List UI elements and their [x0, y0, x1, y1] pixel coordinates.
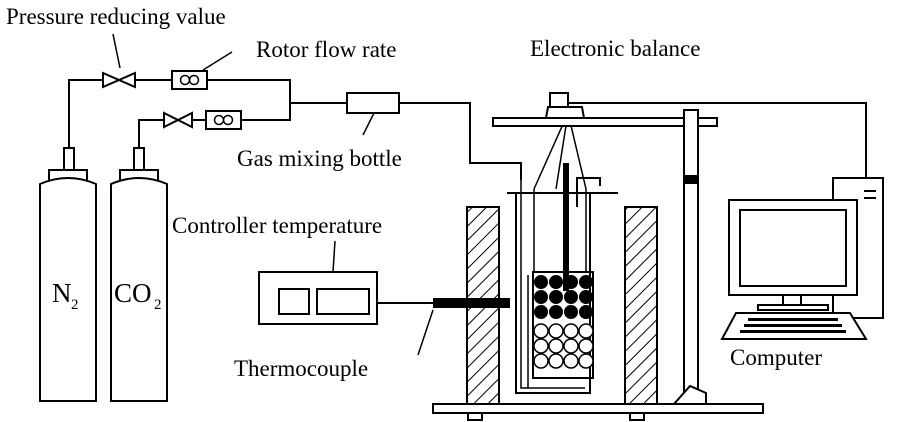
co2-pressure-valve — [163, 111, 193, 129]
electronic-balance-label: Electronic balance — [530, 36, 700, 61]
controller-temperature-label: Controller temperature — [172, 213, 382, 238]
n2-pressure-valve — [102, 71, 136, 89]
computer-label: Computer — [730, 345, 822, 370]
temperature-controller — [258, 271, 433, 325]
support-frame — [432, 109, 764, 421]
n2-cylinder: N 2 — [39, 147, 97, 402]
n2-subscript: 2 — [71, 297, 79, 313]
co2-subscript: 2 — [154, 297, 162, 313]
n2-rotor-flowmeter — [171, 70, 208, 90]
co2-cylinder: CO 2 — [110, 147, 168, 402]
computer — [720, 177, 884, 340]
gas-mixing-bottle-label: Gas mixing bottle — [237, 146, 402, 171]
thermocouple-label: Thermocouple — [234, 356, 368, 381]
co2-rotor-flowmeter — [205, 110, 242, 130]
gas-mixing-bottle — [346, 92, 400, 114]
sample-basket — [532, 112, 601, 379]
n2-symbol: N — [52, 278, 72, 308]
pressure-valve-label: Pressure reducing value — [6, 4, 226, 29]
rotor-flow-label: Rotor flow rate — [256, 37, 397, 62]
furnace — [466, 206, 658, 405]
co2-symbol: CO — [114, 278, 152, 308]
